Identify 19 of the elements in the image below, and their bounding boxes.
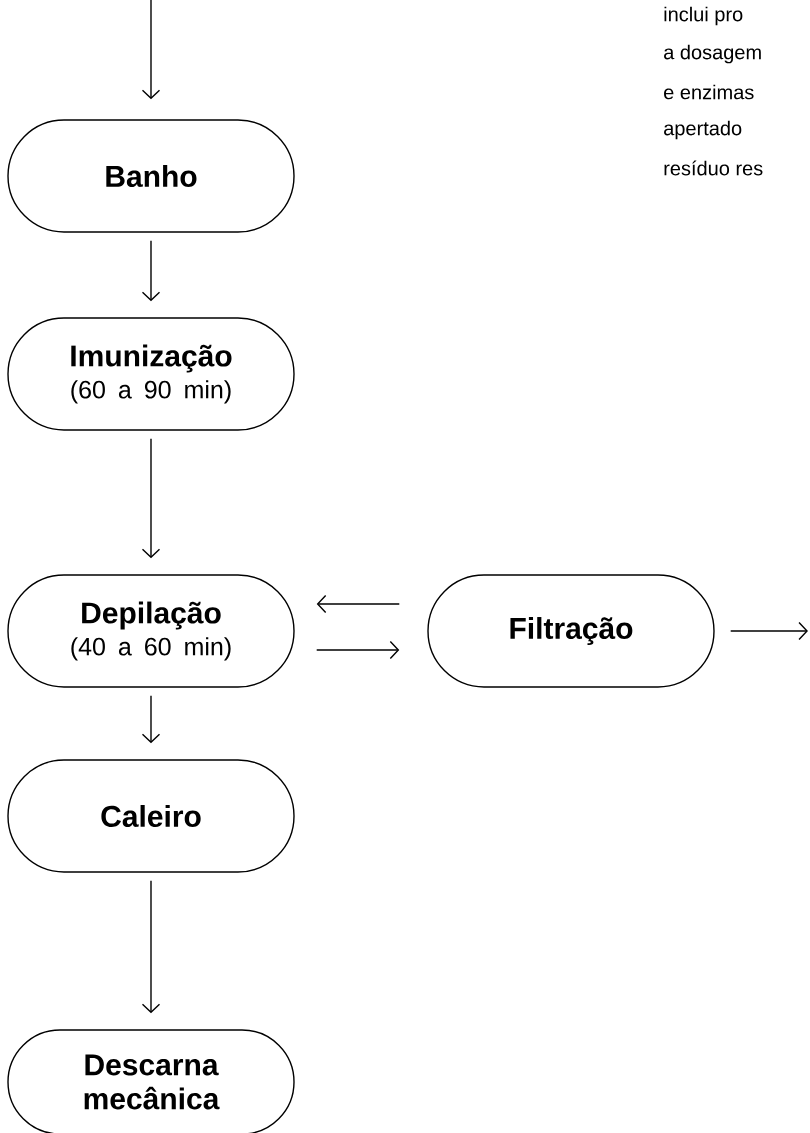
note-text: inclui pro: [664, 6, 743, 26]
arrow: [316, 594, 400, 614]
arrow: [141, 0, 161, 100]
note-text: a dosagem: [664, 44, 761, 64]
note-text: resíduo res: [664, 160, 763, 176]
process-pill: Imunização (60 a 90 min): [7, 317, 295, 431]
arrow: [730, 621, 808, 641]
process-pill: Descarna mecânica: [7, 1029, 295, 1133]
arrow: [141, 240, 161, 302]
note-text: apertado: [664, 120, 742, 140]
arrow: [141, 695, 161, 744]
process-pill: Caleiro: [7, 759, 295, 873]
arrow: [141, 880, 161, 1014]
process-pill: Filtração: [427, 574, 715, 688]
process-pill: Banho: [7, 119, 295, 233]
arrow: [316, 640, 400, 660]
arrow: [141, 438, 161, 559]
note-text: e enzimas: [664, 84, 754, 100]
process-pill: Depilação (40 a 60 min): [7, 574, 295, 688]
